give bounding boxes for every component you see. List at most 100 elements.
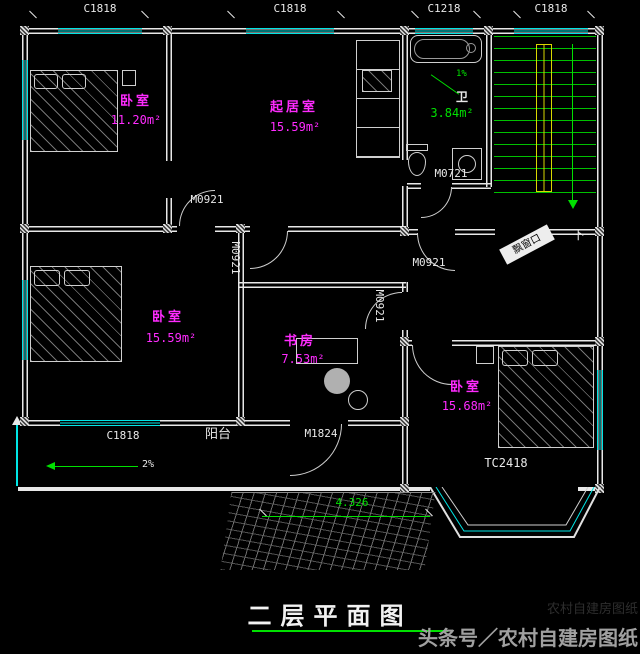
pillow-icon <box>532 350 558 366</box>
room-name-living: 起居室 <box>269 100 318 115</box>
wall-bedroom3-bottom <box>578 487 602 491</box>
pillow-icon <box>34 270 60 286</box>
balcony-door-label: M1824 <box>304 427 338 440</box>
window-c1818-top2 <box>246 28 334 34</box>
washbasin-icon <box>452 148 482 180</box>
window-bedroom2-left <box>22 280 28 360</box>
column-marker <box>236 224 245 233</box>
column-marker <box>400 337 409 346</box>
washbasin-bowl-icon <box>458 155 476 173</box>
room-area-study: 7.53m² <box>281 352 325 366</box>
door-label-m0921-vertical: M0921 <box>373 289 386 323</box>
pillow-icon <box>34 74 58 89</box>
wall-bedroom3-bottom <box>402 487 430 491</box>
bathtub-inner <box>414 39 470 59</box>
room-area-living: 15.59m² <box>269 120 321 134</box>
window-bedroom1-left <box>22 60 28 140</box>
door-label-m0921-vertical: M0921 <box>229 241 242 275</box>
wall-bedroom2-right <box>238 231 244 425</box>
window-bedroom3-right <box>597 370 603 450</box>
wall-bedroom1-right <box>166 33 172 161</box>
room-area-bedroom1: 11.20m² <box>110 113 162 127</box>
porch-dimension-label: 4.326 <box>335 496 369 509</box>
wall-living-right <box>402 186 408 231</box>
bed-icon <box>30 266 122 362</box>
balcony-window-label: C1818 <box>106 429 140 442</box>
column-marker <box>400 484 409 493</box>
room-area-bedroom3: 15.68m² <box>441 399 493 413</box>
wall-bedroom1-right <box>166 198 172 226</box>
room-name-study: 书房 <box>283 334 316 349</box>
wall-mid <box>288 226 406 232</box>
desk-icon <box>296 338 358 364</box>
stair-down-label: 下 <box>572 228 586 243</box>
dimension-tick <box>29 10 37 19</box>
wall-balcony-top <box>160 420 290 426</box>
chair-icon <box>324 368 350 394</box>
room-name-bedroom1: 卧室 <box>119 94 152 109</box>
wall-corridor-top <box>455 229 495 235</box>
bay-window-shape <box>429 487 601 538</box>
watermark-faint: 农村自建房图纸 <box>546 602 638 617</box>
balcony-slope-arrow <box>54 466 138 467</box>
tv-cabinet-icon <box>356 40 400 158</box>
door-label-m0921: M0921 <box>190 193 224 206</box>
dimension-tick <box>337 10 345 19</box>
nightstand-icon <box>122 70 136 86</box>
pillow-icon <box>502 350 528 366</box>
door-arc <box>250 231 288 269</box>
wall-balcony-top <box>22 420 60 426</box>
bed-icon <box>498 346 594 448</box>
column-marker <box>595 337 604 346</box>
dimension-tick <box>227 10 235 19</box>
wall-balcony-top <box>348 420 407 426</box>
wall-study-right <box>402 282 408 292</box>
window-label-c1818-2: C1818 <box>273 2 307 15</box>
wall-bath-bottom <box>452 183 491 189</box>
column-marker <box>236 417 245 426</box>
wall-outer-right <box>597 28 603 491</box>
tv-icon <box>362 70 392 92</box>
window-label-c1218: C1218 <box>427 2 461 15</box>
room-name-bedroom3: 卧室 <box>449 380 482 395</box>
nightstand-icon <box>476 346 494 364</box>
side-table-icon <box>348 390 368 410</box>
column-marker <box>163 224 172 233</box>
dimension-line <box>262 516 430 517</box>
arrow-up-icon <box>12 416 22 425</box>
wall-bedroom3-top <box>452 340 602 346</box>
bay-window-label: TC2418 <box>484 456 528 470</box>
bathtub-drain-icon <box>466 43 476 53</box>
column-marker <box>20 224 29 233</box>
window-label-c1818-3: C1818 <box>534 2 568 15</box>
column-marker <box>400 26 409 35</box>
dimension-tick <box>141 10 149 19</box>
door-label-m0721: M0721 <box>434 167 468 180</box>
column-marker <box>400 227 409 236</box>
bed-icon <box>30 70 118 152</box>
column-marker <box>20 417 29 426</box>
wall-study-top <box>238 282 406 288</box>
wall-corridor-top <box>402 229 418 235</box>
pillow-icon <box>64 270 90 286</box>
wall-bath-stairs <box>486 33 492 187</box>
watermark: 头条号／农村自建房图纸 <box>418 626 638 650</box>
title-underline <box>252 630 448 632</box>
bay-opening-sign: 飘窗口 <box>499 224 555 265</box>
stair-direction-line <box>572 44 573 202</box>
bathtub-icon <box>410 35 482 63</box>
wall-balcony-bottom <box>18 487 407 491</box>
toilet-tank-icon <box>406 144 428 151</box>
window-c1218-top <box>415 28 473 34</box>
pillow-icon <box>62 74 86 89</box>
toilet-icon <box>408 152 426 176</box>
wall-living-right <box>402 33 408 160</box>
wall-mid <box>243 226 250 232</box>
door-arc <box>421 187 452 218</box>
column-marker <box>20 26 29 35</box>
column-marker <box>400 417 409 426</box>
column-marker <box>595 26 604 35</box>
balcony-slope-label: 2% <box>142 459 155 470</box>
room-area-bedroom2: 15.59m² <box>145 331 197 345</box>
